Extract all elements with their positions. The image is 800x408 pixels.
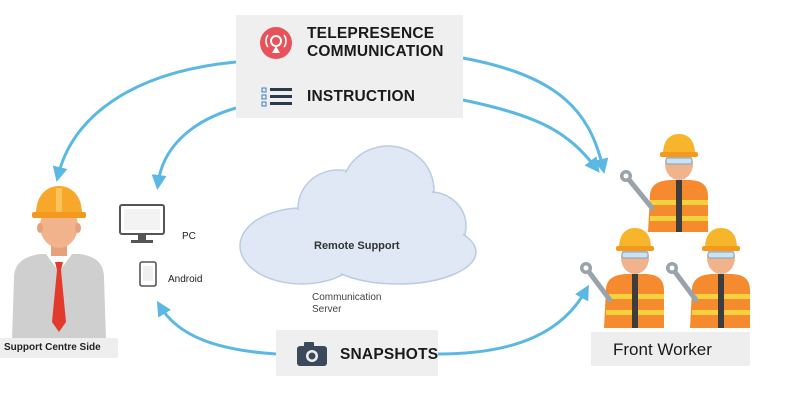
support-caption-box (0, 338, 118, 358)
front-caption-box (591, 332, 750, 366)
worker-bottom-left (580, 228, 664, 328)
arrow-instruction-to-devices (151, 106, 237, 190)
arrow-snapshots-to-devices (156, 300, 277, 356)
telepresence-label-line2: COMMUNICATION (307, 43, 444, 60)
pc-label: PC (182, 231, 196, 242)
instruction-label: INSTRUCTION (307, 88, 416, 105)
arrow-top-to-support (52, 60, 237, 182)
server-label-line1: Communication (312, 292, 382, 303)
telepresence-label-line1: TELEPRESENCE (307, 25, 435, 42)
support-caption: Support Centre Side (4, 342, 101, 353)
arrow-snapshots-to-front (437, 284, 589, 356)
arrow-instruction-to-front (462, 98, 600, 173)
snapshots-label: SNAPSHOTS (340, 346, 439, 363)
android-label: Android (168, 274, 203, 285)
worker-bottom-right (666, 228, 750, 328)
front-caption: Front Worker (613, 340, 712, 359)
cloud-label: Remote Support (314, 240, 400, 252)
arrow-top-to-front (462, 56, 609, 174)
server-label-line2: Server (312, 304, 342, 315)
worker-top (620, 134, 708, 232)
